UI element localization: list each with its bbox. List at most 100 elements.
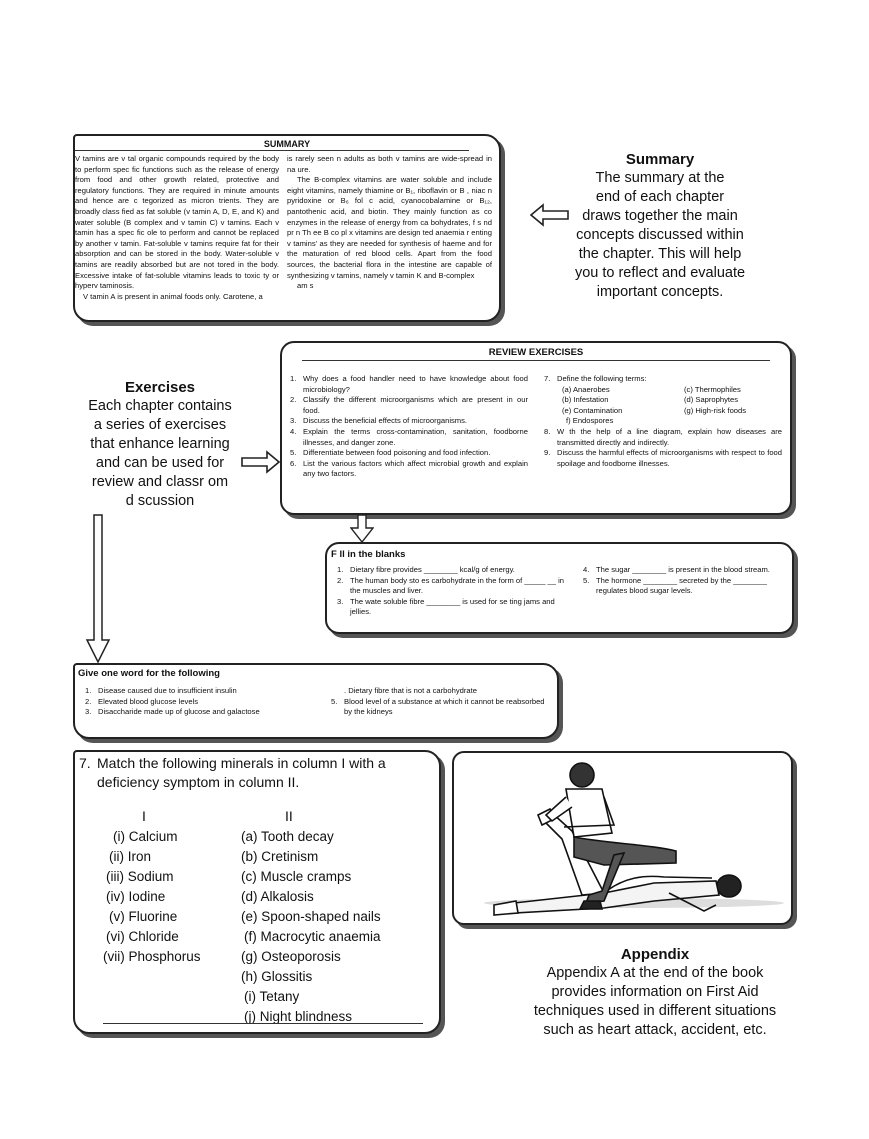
match-item: (h) Glossitis <box>241 969 313 984</box>
divider <box>103 1023 423 1024</box>
summary-callout-line: the chapter. This will help <box>578 246 742 262</box>
appendix-callout-line: provides information on First Aid <box>551 984 759 1000</box>
arrow-down-icon <box>350 514 374 544</box>
exercises-callout-line: that enhance learning <box>90 436 230 452</box>
list-item: 3.Disaccharide made up of glucose and ga… <box>85 707 260 717</box>
appendix-callout-line: techniques used in different situations <box>533 1003 777 1019</box>
summary-callout-line: concepts discussed within <box>576 227 744 243</box>
exercises-callout-title: Exercises <box>124 379 196 396</box>
summary-paragraph: V tamins are v tal organic compounds req… <box>75 154 279 291</box>
match-item: (v) Fluorine <box>109 909 178 924</box>
exercises-callout-line: d scussion <box>125 493 195 509</box>
one-word-heading: Give one word for the following <box>78 668 220 679</box>
match-item: (iii) Sodium <box>106 869 174 884</box>
arrow-right-icon <box>241 450 280 474</box>
summary-left-column: V tamins are v tal organic compounds req… <box>75 154 279 302</box>
summary-paragraph: V tamin A is present in animal foods onl… <box>83 291 263 301</box>
summary-heading: SUMMARY <box>263 139 311 149</box>
list-item: 6.List the various factors which affect … <box>290 458 528 479</box>
match-item: (i) Calcium <box>113 829 178 844</box>
first-aid-illustration-box <box>452 751 793 925</box>
match-item: (e) Spoon-shaped nails <box>241 909 381 924</box>
term: (g) High-risk foods <box>684 405 747 415</box>
appendix-callout-line: Appendix A at the end of the book <box>546 965 764 981</box>
list-item: 4.Explain the terms cross-contamination,… <box>290 426 528 447</box>
summary-callout: Summary The summary at the end of each c… <box>565 150 755 302</box>
fill-left-column: 1.Dietary fibre provides ________ kcal/g… <box>337 565 569 618</box>
list-item: 7.Define the following terms: <box>544 374 647 383</box>
match-item: (j) Night blindness <box>244 1009 353 1024</box>
match-item: (f) Macrocytic anaemia <box>244 929 381 944</box>
match-column-2: (a) Tooth decay (b) Cretinism (c) Muscle… <box>241 827 381 1027</box>
match-item: (b) Cretinism <box>241 849 319 864</box>
summary-callout-line: end of each chapter <box>595 189 725 205</box>
term: (b) Infestation <box>562 395 609 405</box>
summary-right-column: is rarely seen n adults as both v tamins… <box>287 154 492 292</box>
column-header: II <box>285 808 293 824</box>
review-left-column: 1.Why does a food handler need to have k… <box>290 374 528 480</box>
summary-callout-title: Summary <box>625 151 695 168</box>
fill-right-column: 4.The sugar ________ is present in the b… <box>583 565 789 597</box>
summary-paragraph: am s <box>297 281 314 291</box>
list-item: 3.The wate soluble fibre ________ is use… <box>337 596 555 617</box>
term: f) Endospores <box>566 416 614 426</box>
list-item: 2.Classify the different microorganisms … <box>290 395 528 415</box>
exercises-callout: Exercises Each chapter contains a series… <box>80 378 240 511</box>
summary-callout-line: draws together the main <box>582 208 738 224</box>
fill-blanks-box: F ll in the blanks 1.Dietary fibre provi… <box>325 542 794 634</box>
summary-paragraph: The B-complex vitamins are water soluble… <box>287 175 492 280</box>
exercises-callout-line: Each chapter contains <box>88 398 232 414</box>
summary-callout-line: you to reflect and evaluate <box>574 265 746 281</box>
summary-box: SUMMARY V tamins are v tal organic compo… <box>73 134 501 322</box>
list-item: 5.The hormone ________ secreted by the _… <box>583 575 767 596</box>
arrow-left-icon <box>530 203 569 227</box>
terms-grid: (a) Anaerobes (b) Infestation (e) Contam… <box>544 385 782 427</box>
review-heading: REVIEW EXERCISES <box>488 347 584 358</box>
one-word-box: Give one word for the following 1.Diseas… <box>73 663 559 739</box>
column-header: I <box>142 808 146 824</box>
list-item: 9.Discuss the harmful effects of microor… <box>544 448 782 468</box>
list-item: 4.The sugar ________ is present in the b… <box>583 565 770 574</box>
match-intro: 7. Match the following minerals in colum… <box>79 755 386 790</box>
exercises-callout-line: review and classr om <box>91 474 229 490</box>
list-item: 1.Why does a food handler need to have k… <box>290 374 528 394</box>
list-item: 5.Differentiate between food poisoning a… <box>290 448 491 458</box>
exercises-callout-line: and can be used for <box>95 455 225 471</box>
match-item: (c) Muscle cramps <box>241 869 352 884</box>
list-item: 2.Elevated blood glucose levels <box>85 696 199 706</box>
one-word-right-column: . Dietary fibre that is not a carbohydra… <box>331 686 549 718</box>
review-exercises-box: REVIEW EXERCISES 1.Why does a food handl… <box>280 341 792 515</box>
summary-callout-line: important concepts. <box>596 284 724 300</box>
list-item: 1.Dietary fibre provides ________ kcal/g… <box>337 565 515 574</box>
match-item: (vii) Phosphorus <box>103 949 201 964</box>
lying-person-icon <box>493 874 742 916</box>
match-item: (d) Alkalosis <box>241 889 314 904</box>
list-item: 3.Discuss the beneficial effects of micr… <box>290 416 468 426</box>
arrow-down-icon <box>85 514 111 664</box>
term: (e) Contamination <box>562 405 623 415</box>
summary-paragraph: is rarely seen n adults as both v tamins… <box>287 154 492 174</box>
list-item: 5.Blood level of a substance at which it… <box>331 696 545 717</box>
list-item: 1.Disease caused due to insufficient ins… <box>85 686 237 695</box>
first-aid-illustration <box>484 762 784 916</box>
exercises-callout-line: a series of exercises <box>93 417 227 433</box>
summary-callout-line: The summary at the <box>595 170 725 186</box>
appendix-callout-title: Appendix <box>620 946 690 963</box>
match-box: 7. Match the following minerals in colum… <box>73 750 441 1034</box>
appendix-callout-line: such as heart attack, accident, etc. <box>543 1022 767 1038</box>
match-item: (iv) Iodine <box>106 889 166 904</box>
match-item: (i) Tetany <box>244 989 300 1004</box>
one-word-left-column: 1.Disease caused due to insufficient ins… <box>85 686 330 718</box>
match-column-1: (i) Calcium (ii) Iron (iii) Sodium (iv) … <box>103 827 201 967</box>
term: (a) Anaerobes <box>562 384 610 394</box>
match-item: (vi) Chloride <box>106 929 179 944</box>
term: (c) Thermophiles <box>684 384 741 394</box>
list-item: 2.The human body sto es carbohydrate in … <box>337 575 565 596</box>
term: (d) Saprophytes <box>684 395 739 405</box>
match-item: (ii) Iron <box>109 849 152 864</box>
list-item: . Dietary fibre that is not a carbohydra… <box>344 686 477 695</box>
appendix-callout: Appendix Appendix A at the end of the bo… <box>520 945 790 1040</box>
fill-heading: F ll in the blanks <box>331 549 406 560</box>
review-right-column: 7.Define the following terms: (a) Anaero… <box>544 374 782 469</box>
list-item: 8.W th the help of a line diagram, expla… <box>544 426 782 447</box>
